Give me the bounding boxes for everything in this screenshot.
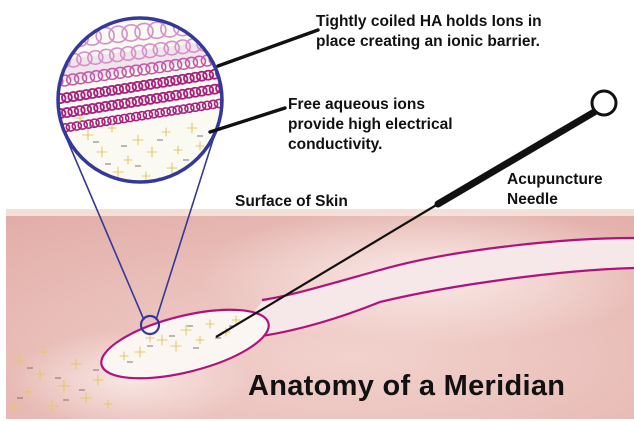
ha-coil (228, 81, 239, 91)
free-ions-label-line-1: Free aqueous ions (288, 95, 453, 115)
free-ions-label: Free aqueous ions provide high electrica… (288, 95, 453, 155)
ha-coil (235, 65, 246, 75)
ha-coil (207, 35, 224, 50)
needle-label-line-1: Acupuncture (507, 170, 603, 190)
ha-coil (36, 127, 46, 136)
ha-coil (34, 78, 47, 90)
ha-coil (42, 126, 52, 135)
free-ions-label-line-3: conductivity. (288, 135, 453, 155)
needle-ring (592, 91, 616, 115)
ha-coil (238, 12, 258, 30)
ha-coil (44, 32, 64, 50)
ha-coil (42, 95, 53, 105)
ha-barrier-label: Tightly coiled HA holds Ions in place cr… (316, 12, 542, 52)
skin-surface-label: Surface of Skin (235, 192, 348, 212)
needle-label-line-2: Needle (507, 190, 603, 210)
ha-coil (48, 125, 58, 134)
ha-coil (225, 13, 245, 31)
ha-coil (42, 110, 53, 120)
ha-coil (228, 66, 239, 76)
ha-coil (241, 79, 252, 89)
ha-coil (199, 16, 219, 34)
ha-coil (43, 55, 60, 70)
ha-coil (241, 64, 252, 74)
ha-coil (218, 34, 235, 49)
diagram-title: Anatomy of a Meridian (248, 368, 565, 404)
needle-label: Acupuncture Needle (507, 170, 603, 210)
ha-coil (57, 31, 77, 49)
ha-barrier-label-line-2: place creating an ionic barrier. (316, 32, 542, 52)
ha-coil (226, 97, 236, 106)
ha-coil (240, 31, 257, 46)
ha-coil (32, 57, 49, 72)
ha-barrier-label-line-1: Tightly coiled HA holds Ions in (316, 12, 542, 32)
leader-ha (218, 30, 318, 66)
ha-coil (238, 95, 248, 104)
ha-coil (42, 77, 55, 89)
ha-coil (36, 111, 47, 121)
ha-coil (222, 82, 233, 92)
free-ions-label-line-2: provide high electrical (288, 115, 453, 135)
ha-coil (36, 96, 47, 106)
ha-coil (31, 33, 51, 51)
ha-coil (235, 80, 246, 90)
ha-coil (229, 32, 246, 47)
ha-coil (232, 96, 242, 105)
ha-coil (222, 67, 233, 77)
magnifier-view (31, 12, 257, 182)
ha-coil (212, 14, 232, 32)
